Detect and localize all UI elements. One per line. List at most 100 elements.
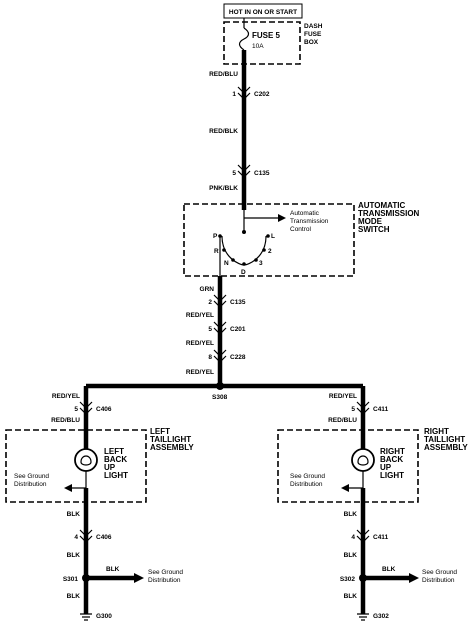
wire-color-red-blu: RED/BLU [209, 71, 238, 78]
right-wire-low-color: BLK [344, 511, 358, 518]
connector-c406-top [79, 401, 93, 415]
pos-dot-n [231, 258, 235, 262]
splice-s308-dot [216, 382, 224, 390]
label-c202: C202 [254, 91, 270, 98]
pin-c135-upper: 5 [232, 170, 236, 177]
left-title-3: ASSEMBLY [150, 443, 194, 452]
right-bulb-icon [351, 448, 375, 472]
fuse-box-label-2: FUSE [304, 31, 322, 38]
fuse-box-label-1: DASH [304, 23, 323, 30]
left-pin-top: 5 [74, 406, 78, 413]
tcm-output-3: Control [290, 226, 312, 233]
switch-title-2: TRANSMISSION [358, 209, 420, 218]
connector-c406-low [79, 529, 93, 543]
left-wire-top-color: RED/YEL [52, 393, 80, 400]
left-branch-note-2: Distribution [148, 577, 181, 584]
left-bulb-4: LIGHT [104, 471, 128, 480]
pos-3: 3 [259, 260, 263, 267]
right-taillight-outline [277, 429, 419, 503]
right-pin-top: 5 [351, 406, 355, 413]
connector-c201 [213, 321, 227, 335]
pos-dot-2 [262, 248, 266, 252]
pin-c202: 1 [232, 91, 236, 98]
switch-title-1: AUTOMATIC [358, 201, 405, 210]
right-bulb-2: BACK [380, 455, 403, 464]
right-branch-arrow-icon [409, 573, 419, 583]
connector-c228 [213, 349, 227, 363]
left-ground-icon [80, 613, 92, 621]
right-branch-note-2: Distribution [422, 577, 455, 584]
switch-title-4: SWITCH [358, 225, 390, 234]
right-conn-low: C411 [373, 534, 389, 541]
right-branch-color: BLK [382, 566, 396, 573]
right-wire-top-color: RED/YEL [329, 393, 357, 400]
right-bulb-4: LIGHT [380, 471, 404, 480]
right-bulb-1: RIGHT [380, 447, 405, 456]
power-header-box [223, 3, 303, 19]
left-wire-low-color: BLK [67, 511, 81, 518]
right-splice: S302 [340, 576, 356, 583]
tcm-output-2: Transmission [290, 218, 329, 225]
fuse-rating: 10A [252, 43, 264, 50]
left-bulb-filament [80, 455, 92, 466]
switch-title-3: MODE [358, 217, 383, 226]
right-wire-low2-color: BLK [344, 552, 358, 559]
right-ground-arrow-icon [341, 484, 349, 492]
left-ground-note-1: See Ground [14, 473, 49, 480]
pos-l: L [271, 233, 275, 240]
right-conn-top: C411 [373, 406, 389, 413]
arrow-icon [278, 214, 286, 222]
fuse-symbol [238, 27, 250, 51]
right-title-2: TAILLIGHT [424, 435, 465, 444]
left-ground-note-2: Distribution [14, 481, 47, 488]
right-title-3: ASSEMBLY [424, 443, 468, 452]
wire-color-red-yel-1: RED/YEL [186, 312, 214, 319]
right-ground-note-1: See Ground [290, 473, 325, 480]
fuse-name: FUSE 5 [252, 31, 281, 40]
wiper-pivot [242, 230, 246, 234]
left-ground-arrow-icon [64, 484, 72, 492]
left-splice: S301 [63, 576, 79, 583]
left-conn-low: C406 [96, 534, 112, 541]
tcm-output-1: Automatic [290, 210, 320, 217]
pin-c228: 8 [208, 354, 212, 361]
left-bulb-icon [74, 448, 98, 472]
pos-n: N [224, 260, 229, 267]
left-bulb-1: LEFT [104, 447, 124, 456]
connector-c135-lower [213, 294, 227, 308]
wire-color-red-yel-2: RED/YEL [186, 340, 214, 347]
right-ground-note-2: Distribution [290, 481, 323, 488]
left-conn-top: C406 [96, 406, 112, 413]
left-bulb-3: UP [104, 463, 116, 472]
pos-dot-r [222, 248, 226, 252]
pos-dot-3 [254, 258, 258, 262]
pin-c135-lower: 2 [208, 299, 212, 306]
connector-c202 [237, 86, 251, 100]
pos-r: R [214, 248, 219, 255]
splice-s308: S308 [212, 394, 228, 401]
right-ground: G302 [373, 613, 389, 620]
left-wire-mid-color: RED/BLU [51, 417, 80, 424]
left-pin-low: 4 [74, 534, 78, 541]
wire-color-red-blk: RED/BLK [209, 128, 238, 135]
fuse-box-label-3: BOX [304, 39, 319, 46]
left-ground: G300 [96, 613, 112, 620]
pin-c201: 5 [208, 326, 212, 333]
right-bulb-filament [357, 455, 369, 466]
right-wire-end-color: BLK [344, 593, 358, 600]
pos-dot-d [242, 262, 246, 266]
right-bulb-3: UP [380, 463, 392, 472]
right-ground-icon [357, 613, 369, 621]
wire-color-red-yel-3: RED/YEL [186, 369, 214, 376]
connector-c411-top [356, 401, 370, 415]
left-branch-arrow-icon [134, 573, 144, 583]
left-bulb-2: BACK [104, 455, 127, 464]
left-wire-end-color: BLK [67, 593, 81, 600]
pos-p: P [213, 233, 218, 240]
label-c135-lower: C135 [230, 299, 246, 306]
label-c228: C228 [230, 354, 246, 361]
right-pin-low: 4 [351, 534, 355, 541]
pos-d: D [241, 269, 246, 276]
connector-c135-upper [237, 164, 251, 178]
